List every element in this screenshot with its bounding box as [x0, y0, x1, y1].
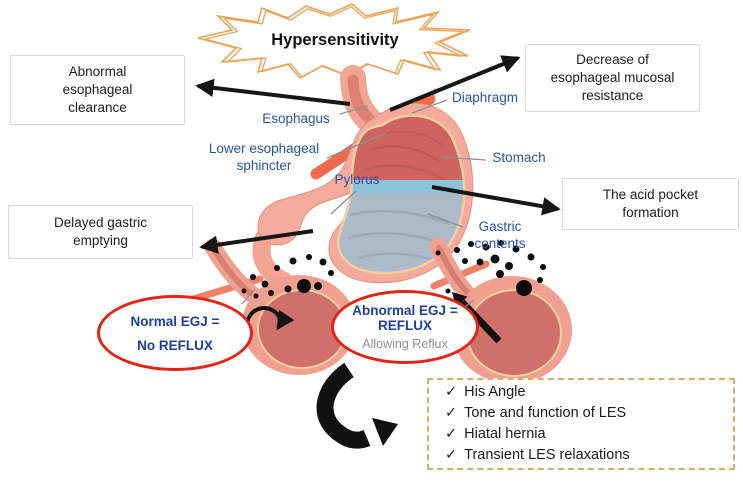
label-diaphragm: Diaphragm	[451, 90, 519, 105]
box-label: Delayed gastric emptying	[53, 214, 148, 248]
checklist-item-label: His Angle	[464, 384, 526, 400]
arrow-to-clearance	[195, 78, 351, 106]
check-icon: ✓	[445, 384, 458, 400]
curved-arrow-to-checklist	[316, 362, 398, 449]
label-lower-esophageal-sphincter: Lower esophageal sphincter	[208, 141, 320, 173]
checklist-item-label: Hiatal hernia	[464, 426, 546, 442]
leader-lines	[241, 88, 487, 313]
main-arrows	[195, 55, 561, 254]
oval-line: Abnormal EGJ =	[352, 303, 458, 318]
stomach-illustration	[252, 65, 474, 290]
leader-les	[326, 132, 387, 159]
label-gastric-contents: Gastric contents	[474, 219, 526, 251]
leader-esophagus	[339, 105, 369, 115]
oval-abnormal-egj: Abnormal EGJ = REFLUX Allowing Reflux	[331, 290, 479, 364]
leader-oval-normal	[241, 288, 256, 305]
closeup-normal-egj	[186, 238, 356, 375]
leader-pylorus	[330, 190, 357, 215]
box-label: The acid pocket formation	[602, 186, 699, 220]
oval-line: No REFLUX	[137, 337, 213, 353]
hypersensitivity-title: Hypersensitivity	[271, 31, 399, 49]
starburst-shape	[197, 3, 471, 80]
box-acid-pocket-formation: The acid pocket formation	[562, 178, 739, 230]
esophagus-lumen	[347, 74, 380, 129]
oval-normal-egj: Normal EGJ = No REFLUX	[97, 295, 253, 371]
check-icon: ✓	[445, 447, 458, 463]
label-esophagus: Esophagus	[262, 111, 330, 126]
checklist-item: ✓ Hiatal hernia	[445, 424, 733, 445]
leader-stomach	[442, 156, 487, 161]
check-icon: ✓	[445, 405, 458, 421]
egj-factors-checklist: ✓ His Angle ✓ Tone and function of LES ✓…	[427, 378, 735, 470]
reflux-dots	[241, 240, 546, 304]
checklist-item: ✓ Transient LES relaxations	[445, 445, 733, 466]
box-mucosal-resistance: Decrease of esophageal mucosal resistanc…	[525, 44, 700, 112]
checklist-item: ✓ Tone and function of LES	[445, 403, 733, 424]
leader-gastric-contents	[427, 213, 464, 228]
check-icon: ✓	[445, 426, 458, 442]
label-stomach: Stomach	[492, 150, 546, 165]
box-label: Abnormal esophageal clearance	[62, 63, 133, 116]
checklist-item-label: Tone and function of LES	[464, 405, 627, 421]
arrow-to-resistance	[389, 55, 521, 112]
box-label: Decrease of esophageal mucosal resistanc…	[550, 51, 675, 104]
leader-diaphragm	[411, 99, 448, 114]
acid-pocket-band	[338, 180, 465, 193]
label-pylorus: Pylorus	[334, 172, 380, 187]
oval-line: REFLUX	[378, 318, 432, 333]
closeup-abnormal-egj	[429, 237, 572, 384]
arrow-to-emptying	[199, 229, 314, 254]
retained-contents-arrow	[244, 306, 295, 332]
checklist-item-label: Transient LES relaxations	[464, 447, 630, 463]
allowing-reflux-caption: Allowing Reflux	[362, 337, 448, 351]
arrow-to-acid-pocket	[431, 185, 561, 216]
oval-line: Normal EGJ =	[130, 313, 220, 329]
box-delayed-gastric-emptying: Delayed gastric emptying	[8, 205, 193, 259]
stomach-mucosa-rim	[337, 114, 466, 275]
checklist-item: ✓ His Angle	[445, 382, 733, 403]
box-abnormal-esophageal-clearance: Abnormal esophageal clearance	[10, 55, 185, 125]
